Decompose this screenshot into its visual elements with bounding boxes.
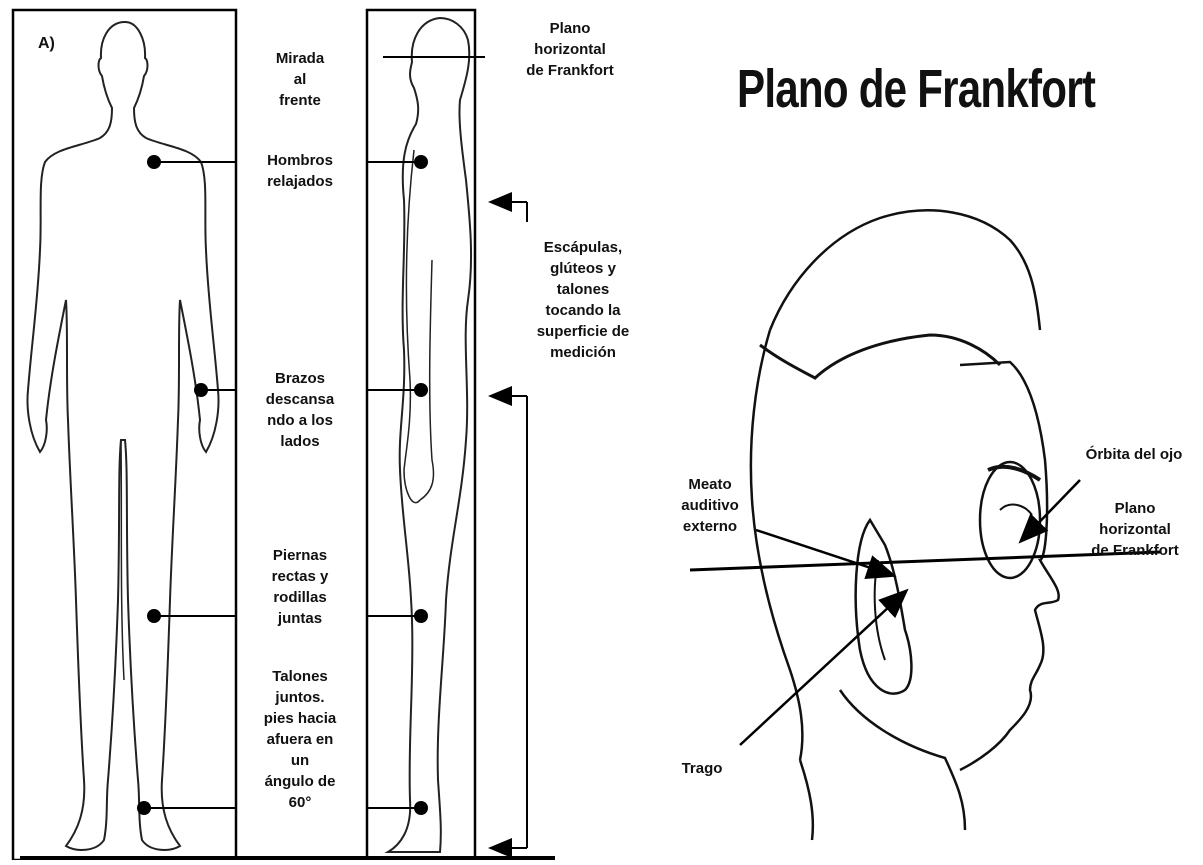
- label-gaze: Mirada al frente: [250, 48, 350, 111]
- eye-lash: [1000, 505, 1032, 515]
- label-shoulders: Hombros relajados: [250, 150, 350, 192]
- side-view-frame: [367, 10, 475, 860]
- head-back-outline: [770, 210, 1040, 330]
- label-tragus: Trago: [662, 758, 742, 779]
- label-frankfort-plane-b: Plano horizontal de Frankfort: [1070, 498, 1200, 561]
- neck-line: [800, 760, 813, 840]
- front-leg-divider: [121, 440, 124, 680]
- label-contact: Escápulas, glúteos y talones tocando la …: [508, 237, 658, 363]
- hair-line: [760, 335, 1000, 378]
- side-body-outline: [388, 18, 471, 852]
- label-frankfort-plane-a: Plano horizontal de Frankfort: [500, 18, 640, 81]
- eyebrow: [988, 467, 1040, 480]
- ear-outline: [856, 520, 912, 694]
- front-view-figure: [13, 10, 236, 860]
- panel-a-tag: A): [38, 35, 55, 52]
- label-arms: Brazos descansa ndo a los lados: [250, 368, 350, 452]
- eye-orbit: [980, 462, 1040, 578]
- label-meatus: Meato auditivo externo: [660, 474, 760, 537]
- side-markers: [367, 57, 485, 815]
- label-heels: Talones juntos. pies hacia afuera en un …: [250, 666, 350, 813]
- side-arm-outline: [404, 150, 434, 503]
- side-view-figure: [367, 10, 475, 860]
- ear-inner: [875, 560, 885, 660]
- face-outline: [960, 362, 1059, 770]
- label-legs: Piernas rectas y rodillas juntas: [250, 545, 350, 629]
- head-profile: [751, 210, 1059, 840]
- jaw-outline: [840, 690, 965, 830]
- front-body-outline: [28, 22, 219, 850]
- tragus-leader: [740, 592, 905, 745]
- front-markers: [137, 155, 236, 815]
- label-orbit: Órbita del ojo: [1064, 444, 1203, 465]
- panel-b-title: Plano de Frankfort: [737, 58, 1095, 120]
- meatus-leader: [756, 530, 892, 575]
